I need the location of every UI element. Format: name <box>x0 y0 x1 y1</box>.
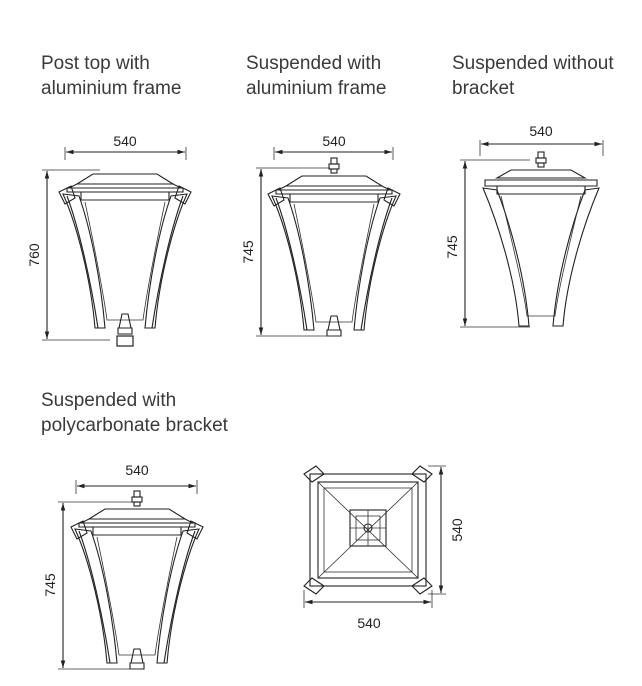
height-label: 745 <box>240 240 256 264</box>
caption-post-top: Post top with aluminium frame <box>41 51 181 101</box>
top-width-label: 540 <box>357 615 381 631</box>
drawing-suspended-polycarbonate <box>70 490 204 670</box>
caption-line: aluminium frame <box>246 78 387 99</box>
caption-line: Suspended with <box>41 390 177 411</box>
top-depth-label: 540 <box>449 518 465 542</box>
caption-suspended-aluminium: Suspended with aluminium frame <box>246 51 386 101</box>
height-label: 760 <box>26 243 42 267</box>
width-label: 540 <box>113 133 137 149</box>
caption-line: bracket <box>452 78 515 99</box>
caption-line: Post top with <box>41 53 150 74</box>
caption-line: polycarbonate bracket <box>41 415 228 436</box>
drawing-suspended-aluminium <box>267 157 401 337</box>
post-socket <box>116 335 134 347</box>
width-label: 540 <box>529 123 553 139</box>
width-label: 540 <box>125 462 149 478</box>
drawing-top-view <box>303 465 433 595</box>
caption-line: Suspended without <box>452 53 614 74</box>
drawing-suspended-no-bracket <box>482 151 600 327</box>
height-label: 745 <box>42 573 58 597</box>
caption-line: aluminium frame <box>41 78 182 99</box>
caption-suspended-no-bracket: Suspended without bracket <box>452 51 614 101</box>
caption-suspended-polycarbonate: Suspended with polycarbonate bracket <box>41 388 228 438</box>
drawing-post-top <box>58 173 192 347</box>
height-label: 745 <box>444 235 460 259</box>
caption-line: Suspended with <box>246 53 382 74</box>
width-label: 540 <box>322 133 346 149</box>
